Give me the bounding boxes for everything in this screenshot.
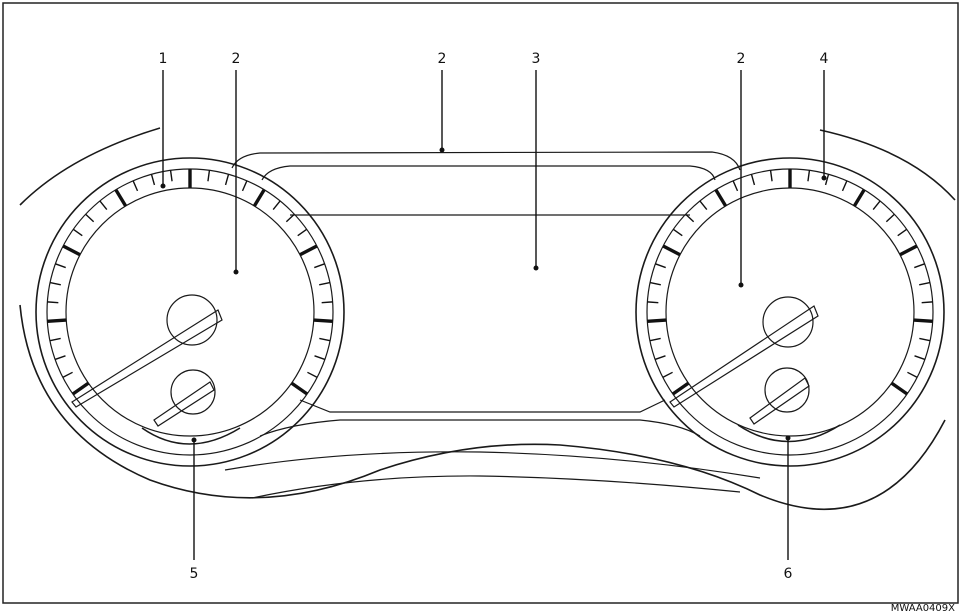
gauge-tick xyxy=(714,188,728,207)
gauge-tick xyxy=(49,281,61,286)
gauge-tick xyxy=(321,301,333,304)
left-gauge-ticks xyxy=(47,169,333,396)
callout-1: 1 xyxy=(159,51,168,67)
gauge-tick xyxy=(662,371,673,378)
gauge-tick xyxy=(672,228,683,237)
left-main-needle xyxy=(71,309,223,408)
gauge-tick xyxy=(890,381,909,396)
right-sub-needle xyxy=(749,377,810,425)
gauge-tick xyxy=(49,337,61,342)
callout-4: 4 xyxy=(820,51,829,67)
gauge-tick xyxy=(314,355,326,361)
gauge-tick xyxy=(649,281,661,286)
dashboard-outline xyxy=(19,127,956,510)
left-sub-dial-arc xyxy=(141,427,241,445)
gauge-tick xyxy=(852,188,866,207)
gauge-tick xyxy=(914,355,926,361)
gauge-tick xyxy=(150,174,156,186)
gauge-tick xyxy=(132,180,139,192)
gauge-tick xyxy=(914,263,925,269)
callout-2-top: 2 xyxy=(438,51,447,67)
gauge-tick xyxy=(207,170,211,182)
gauge-tick xyxy=(319,337,331,342)
gauge-tick xyxy=(919,337,931,342)
gauge-tick xyxy=(647,318,667,324)
gauge-tick xyxy=(841,180,848,192)
gauge-tick xyxy=(885,213,895,223)
gauge-tick xyxy=(872,200,881,210)
figure-border xyxy=(2,2,959,604)
gauge-tick xyxy=(732,180,739,192)
gauge-tick xyxy=(750,174,756,186)
left-sub-needle xyxy=(153,381,215,427)
gauge-tick xyxy=(907,371,918,378)
right-gauge-bezel xyxy=(635,157,945,467)
gauge-tick xyxy=(671,381,690,396)
left-sub-hub xyxy=(170,369,216,415)
gauge-tick xyxy=(662,244,681,257)
gauge-tick xyxy=(99,200,108,210)
gauge-tick xyxy=(824,174,830,186)
gauge-tick xyxy=(807,170,811,182)
callout-3: 3 xyxy=(532,51,541,67)
gauge-tick xyxy=(47,301,59,304)
gauge-tick xyxy=(62,244,81,257)
gauge-tick xyxy=(285,213,295,223)
figure-code: MWAA0409X xyxy=(891,603,955,614)
gauge-tick xyxy=(114,188,128,207)
gauge-tick xyxy=(921,301,933,304)
gauge-tick xyxy=(654,355,666,361)
gauge-tick xyxy=(685,213,695,223)
right-main-hub xyxy=(762,296,814,348)
gauge-tick xyxy=(647,301,659,304)
gauge-tick xyxy=(272,200,281,210)
left-gauge-bezel xyxy=(35,157,345,467)
gauge-tick xyxy=(699,200,708,210)
gauge-tick xyxy=(62,371,73,378)
callout-6: 6 xyxy=(784,566,793,582)
gauge-tick xyxy=(897,228,908,237)
gauge-tick xyxy=(655,263,666,269)
gauge-tick xyxy=(313,318,333,324)
gauge-tick xyxy=(71,381,90,396)
gauge-tick xyxy=(169,170,173,182)
gauge-tick xyxy=(252,188,266,207)
right-main-needle xyxy=(669,305,819,408)
left-gauge-ring xyxy=(46,168,334,456)
right-gauge xyxy=(635,157,945,467)
right-sub-hub xyxy=(764,367,810,413)
left-main-hub xyxy=(166,294,218,346)
callout-5: 5 xyxy=(190,566,199,582)
callout-2-right: 2 xyxy=(737,51,746,67)
gauge-tick xyxy=(224,174,230,186)
right-gauge-ticks xyxy=(647,169,933,396)
gauge-tick xyxy=(307,371,318,378)
gauge-tick xyxy=(314,263,325,269)
gauge-tick xyxy=(297,228,308,237)
gauge-tick xyxy=(319,281,331,286)
gauge-tick xyxy=(55,263,66,269)
gauge-tick xyxy=(290,381,309,396)
gauge-tick xyxy=(85,213,95,223)
gauge-tick xyxy=(769,170,773,182)
gauge-tick xyxy=(72,228,83,237)
gauge-tick xyxy=(919,281,931,286)
gauge-tick xyxy=(241,180,248,192)
left-gauge xyxy=(35,157,345,467)
gauge-tick xyxy=(47,318,67,324)
gauge-tick xyxy=(299,244,318,257)
gauge-tick xyxy=(54,355,66,361)
gauge-tick xyxy=(899,244,918,257)
left-gauge-face xyxy=(65,187,315,437)
callout-2-left: 2 xyxy=(232,51,241,67)
gauge-tick xyxy=(649,337,661,342)
gauge-tick xyxy=(913,318,933,324)
callout-leaders xyxy=(160,70,827,560)
